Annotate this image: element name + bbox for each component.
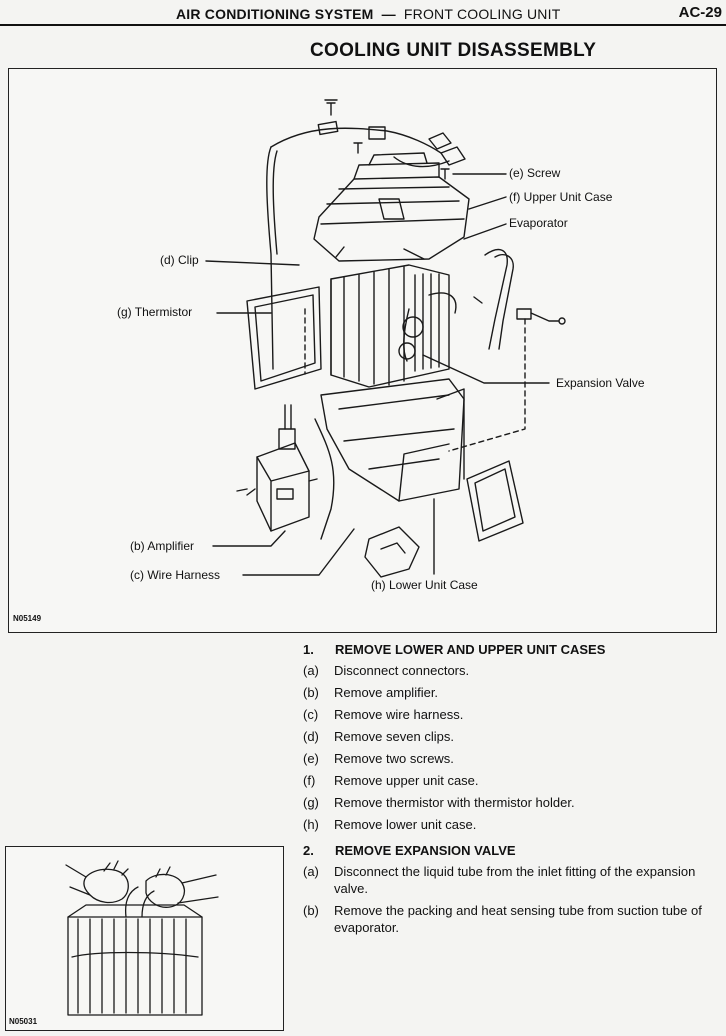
callout-wire-harness: (c) Wire Harness — [130, 568, 221, 582]
exploded-view-figure: (e) Screw (f) Upper Unit Case Evaporator… — [8, 68, 717, 633]
item-letter: (c) — [303, 707, 319, 722]
item-letter: (b) — [303, 685, 319, 700]
step-number: 2. — [303, 843, 314, 858]
item-letter: (h) — [303, 817, 319, 832]
hands-removing-valve-drawing — [65, 860, 219, 1016]
running-header: AIR CONDITIONING SYSTEM — FRONT COOLING … — [176, 6, 560, 22]
item-text: Disconnect the liquid tube from the inle… — [334, 864, 696, 896]
cooling-unit-exploded-drawing — [205, 99, 566, 578]
step-2: 2. REMOVE EXPANSION VALVE (a) Disconnect … — [303, 843, 723, 936]
item-letter: (a) — [303, 864, 319, 879]
list-item: (f) Remove upper unit case. — [303, 772, 723, 789]
item-text: Remove amplifier. — [334, 685, 439, 700]
item-text: Remove the packing and heat sensing tube… — [334, 903, 702, 935]
header-section: AIR CONDITIONING SYSTEM — [176, 6, 374, 22]
item-text: Remove lower unit case. — [334, 817, 477, 832]
step-title: REMOVE EXPANSION VALVE — [335, 843, 516, 858]
step-1: 1. REMOVE LOWER AND UPPER UNIT CASES (a)… — [303, 642, 723, 833]
list-item: (h) Remove lower unit case. — [303, 816, 723, 833]
list-item: (c) Remove wire harness. — [303, 706, 723, 723]
callout-clip: (d) Clip — [160, 253, 199, 267]
item-letter: (f) — [303, 773, 316, 788]
list-item: (d) Remove seven clips. — [303, 728, 723, 745]
figure-code: N05031 — [9, 1017, 38, 1026]
list-item: (b) Remove amplifier. — [303, 684, 723, 701]
step-number: 1. — [303, 642, 314, 657]
callout-upper-unit-case: (f) Upper Unit Case — [509, 190, 613, 204]
item-letter: (d) — [303, 729, 319, 744]
header-separator: — — [381, 6, 396, 22]
header-subsection: FRONT COOLING UNIT — [403, 6, 561, 22]
callout-thermistor: (g) Thermistor — [117, 305, 193, 319]
expansion-valve-removal-figure: N05031 — [5, 846, 284, 1031]
list-item: (g) Remove thermistor with thermistor hol… — [303, 794, 723, 811]
callout-evaporator: Evaporator — [509, 216, 568, 230]
item-text: Remove wire harness. — [334, 707, 464, 722]
item-text: Remove upper unit case. — [334, 773, 479, 788]
list-item: (e) Remove two screws. — [303, 750, 723, 767]
header-rule — [0, 24, 726, 26]
step-title: REMOVE LOWER AND UPPER UNIT CASES — [335, 642, 606, 657]
item-letter: (a) — [303, 663, 319, 678]
callout-expansion-valve: Expansion Valve — [556, 376, 645, 390]
item-text: Remove seven clips. — [334, 729, 454, 744]
list-item: (b) Remove the packing and heat sensing t… — [303, 902, 723, 936]
page-title: COOLING UNIT DISASSEMBLY — [310, 40, 597, 61]
instruction-steps: 1. REMOVE LOWER AND UPPER UNIT CASES (a)… — [303, 642, 723, 941]
callout-lower-unit-case: (h) Lower Unit Case — [371, 578, 478, 592]
page-number: AC-29 — [678, 4, 722, 21]
item-text: Remove two screws. — [334, 751, 454, 766]
step-heading: 1. REMOVE LOWER AND UPPER UNIT CASES — [303, 642, 723, 657]
item-letter: (g) — [303, 795, 319, 810]
item-text: Remove thermistor with thermistor holder… — [334, 795, 575, 810]
callout-amplifier: (b) Amplifier — [130, 539, 195, 553]
item-text: Disconnect connectors. — [334, 663, 470, 678]
figure-code: N05149 — [13, 614, 42, 623]
step-heading: 2. REMOVE EXPANSION VALVE — [303, 843, 723, 858]
callout-screw: (e) Screw — [509, 166, 561, 180]
item-letter: (b) — [303, 903, 319, 918]
list-item: (a) Disconnect the liquid tube from the i… — [303, 863, 723, 897]
item-letter: (e) — [303, 751, 319, 766]
list-item: (a) Disconnect connectors. — [303, 662, 723, 679]
